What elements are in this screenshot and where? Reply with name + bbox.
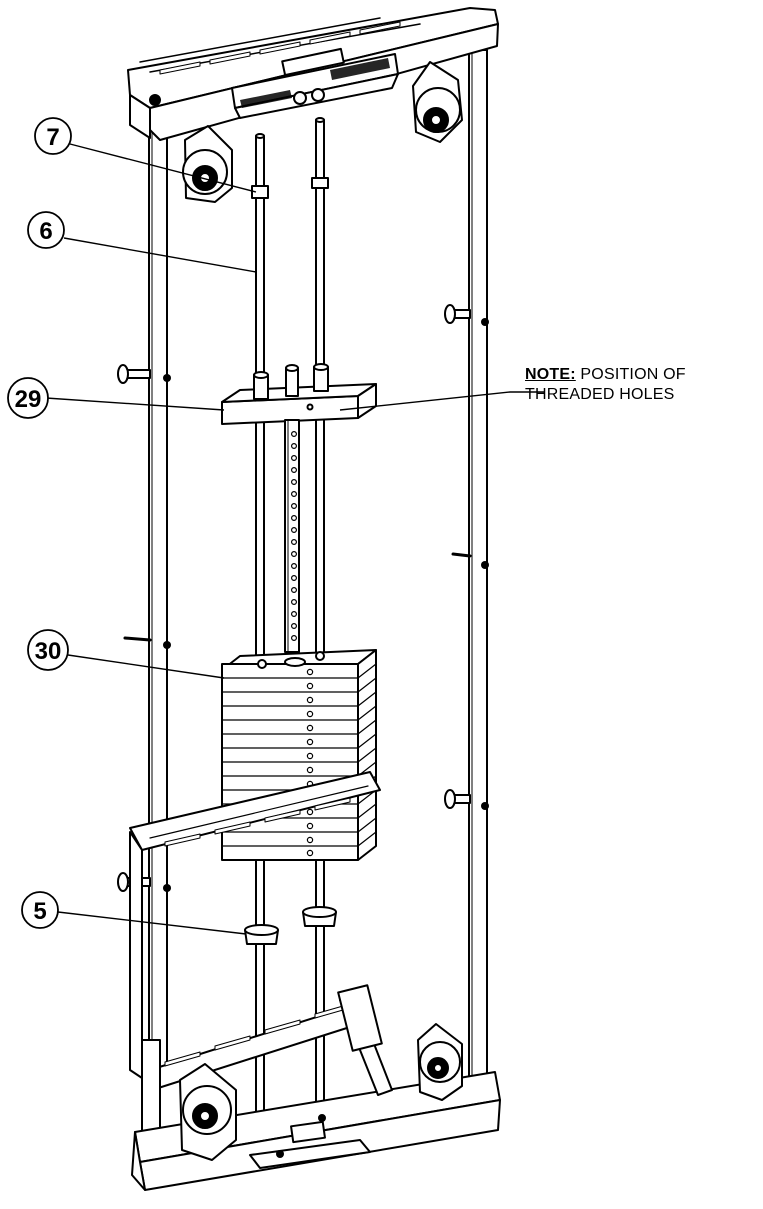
note-key: NOTE: bbox=[525, 366, 576, 383]
leader-6 bbox=[63, 237, 257, 273]
callout-label-7: 7 bbox=[46, 124, 59, 151]
guide-rod-right bbox=[315, 117, 325, 1127]
callout-label-29: 29 bbox=[15, 386, 42, 413]
callout-29: 29 bbox=[7, 377, 49, 419]
bumpers bbox=[244, 906, 337, 945]
note-line-1: NOTE: POSITION OF bbox=[525, 365, 686, 385]
callout-label-30: 30 bbox=[35, 638, 62, 665]
callout-6: 6 bbox=[27, 211, 65, 249]
top-right-pulley bbox=[412, 61, 463, 143]
top-left-pulley bbox=[182, 125, 233, 203]
weight-stack bbox=[221, 649, 377, 861]
leader-note bbox=[339, 391, 545, 411]
selector-stem bbox=[284, 419, 300, 653]
selector-stem-holes bbox=[291, 431, 298, 641]
callout-7: 7 bbox=[34, 117, 72, 155]
callout-label-5: 5 bbox=[33, 898, 46, 925]
right-upright bbox=[468, 49, 488, 1091]
callout-30: 30 bbox=[27, 629, 69, 671]
top-plate bbox=[221, 363, 377, 425]
bottom-right-pulley bbox=[417, 1023, 463, 1101]
upright-holes bbox=[163, 318, 489, 892]
leader-lines bbox=[45, 143, 545, 935]
top-frame bbox=[127, 7, 499, 141]
callout-5: 5 bbox=[21, 891, 59, 929]
leader-5 bbox=[57, 911, 247, 935]
callout-label-6: 6 bbox=[39, 218, 52, 245]
guide-rod-left bbox=[255, 133, 265, 1137]
bottom-left-pulley bbox=[179, 1063, 237, 1161]
note-line-2: THREADED HOLES bbox=[525, 386, 675, 403]
weight-plate-lines bbox=[221, 663, 377, 847]
leader-30 bbox=[67, 654, 225, 679]
weight-pin-holes bbox=[306, 668, 314, 857]
note-line-1-text: POSITION OF bbox=[575, 366, 686, 383]
rod-collars bbox=[251, 177, 329, 199]
leader-29 bbox=[45, 397, 225, 411]
leader-7 bbox=[69, 143, 257, 193]
threaded-holes-note: NOTE: POSITION OF THREADED HOLES bbox=[525, 365, 686, 405]
